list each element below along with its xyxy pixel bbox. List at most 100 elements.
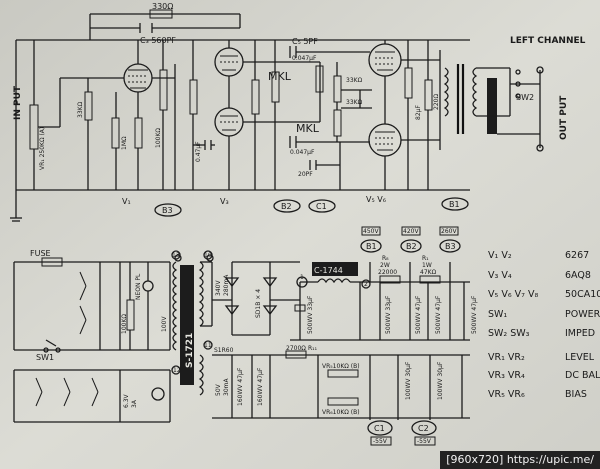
node-b2-top — [273, 199, 301, 213]
r-220: 220Ω — [433, 94, 440, 110]
node-b1-mid-label: B1 — [366, 242, 377, 251]
v50-label: 50V — [215, 383, 222, 396]
node-b3-top-label: B3 — [162, 206, 173, 215]
legend-value-1: 6AQ8 — [565, 270, 591, 281]
node-c1-bot-label: C1 — [374, 424, 385, 433]
node-c2-bot — [411, 420, 437, 436]
label-resistor-330: 330Ω — [152, 2, 173, 11]
cap-047-c: 0.47μF — [195, 141, 202, 162]
node-c1-top-label: C1 — [316, 202, 327, 211]
tube-v5v6-label: V₅ V₆ — [366, 195, 386, 204]
node-c1-top — [308, 199, 336, 213]
legend-key-2: V₅ V₆ V₇ V₈ — [488, 289, 538, 300]
tube-v1-label: V₁ — [122, 197, 131, 206]
diode-label: SD1B × 4 — [255, 289, 262, 318]
fuse-label: FUSE — [30, 249, 51, 258]
node-b2-top-label: B2 — [281, 202, 292, 211]
node-b3-mid — [439, 239, 461, 253]
node-c2-bot-label: C2 — [418, 424, 429, 433]
pin-1: 1 — [300, 274, 304, 281]
r-100k: 100KΩ — [155, 128, 162, 148]
r-1m: 1MΩ — [121, 136, 128, 150]
legend-value-7: BIAS — [565, 389, 587, 400]
legend-key-1: V₃ V₄ — [488, 270, 512, 281]
neg55-a: -55V — [373, 438, 388, 445]
ma280-label: 280mA — [223, 274, 230, 296]
r1w-label: 1W — [422, 262, 432, 269]
legend-key-0: V₁ V₂ — [488, 250, 512, 261]
cap-047-b: 0.047μF — [290, 149, 315, 156]
cap-100wv-b: 100WV 30μF — [437, 361, 444, 400]
amplifier-section — [10, 9, 544, 222]
legend-key-3: SW₁ — [488, 309, 507, 320]
legend-value-3: POWER — [565, 309, 600, 320]
legend-key-4: SW₂ SW₃ — [488, 328, 530, 339]
transformer-label: S-1721 — [185, 333, 195, 368]
v450-tag: 450V — [363, 228, 379, 235]
node-b2-mid-label: B2 — [406, 242, 417, 251]
cap-500wv-d: 500WV 47μF — [435, 295, 442, 334]
legend-key-7: VR₅ VR₆ — [488, 389, 525, 400]
r-33k-c: 33KΩ — [77, 101, 84, 118]
pin-2: 2 — [364, 281, 368, 288]
r100k-ps-label: 100KΩ — [121, 314, 128, 334]
pin-10: 10 — [204, 252, 212, 259]
mkl-mid-label: MKL — [296, 122, 320, 135]
rn-label: R₁₁ — [308, 345, 318, 352]
cap-500wv-c: 500WV 47μF — [415, 295, 422, 334]
r-33k-b: 33KΩ — [346, 99, 363, 106]
neon-label: NEON PL — [135, 273, 142, 300]
cap-82: 82μF — [415, 105, 422, 120]
legend-value-4: IMPED — [565, 328, 595, 339]
legend-value-2: 50CA10 — [565, 289, 600, 300]
label-cap-c3: C₃ 560PF — [140, 36, 176, 45]
legend-value-6: DC BAL — [565, 370, 600, 381]
vr5-label: VR₅10KΩ (B) — [322, 363, 360, 370]
sw1-label: SW1 — [36, 353, 54, 362]
cap-500wv-b: 500WV 33μF — [385, 295, 392, 334]
r2700-label: 2700Ω — [286, 345, 306, 352]
node-b3-mid-label: B3 — [445, 242, 456, 251]
cap-20pf: 20PF — [298, 171, 313, 178]
heater-63-label: 6.3V — [123, 393, 130, 408]
v340-label: 340V — [215, 280, 222, 296]
node-b3-top — [154, 203, 182, 217]
mkl-top-label: MKL — [268, 70, 292, 83]
cap-100wv-a: 100WV 30μF — [405, 361, 412, 400]
vr6-label: VR₆10KΩ (B) — [322, 409, 360, 416]
cap-160wv-a: 160WV 47μF — [237, 367, 244, 406]
legend-key-6: VR₃ VR₄ — [488, 370, 525, 381]
heater-3a-label: 3A — [131, 399, 138, 408]
watermark: [960x720] https://upic.me/ — [440, 451, 600, 469]
v420-tag: 420V — [403, 228, 419, 235]
ma30-label: 30mA — [223, 378, 230, 396]
cap-500wv-e: 500WV 47μF — [471, 295, 478, 334]
r47k-label: 47KΩ — [420, 269, 437, 276]
neg55-b: -55V — [417, 438, 432, 445]
cap-500wv-a: 500WV 33μF — [307, 295, 314, 334]
legend-value-5: LEVEL — [565, 352, 595, 363]
node-b1-top — [441, 197, 469, 211]
r22000-label: 22000 — [378, 269, 397, 276]
input-label: IN PUT — [13, 85, 23, 120]
vr1-label: VR₁ 250KΩ (A) — [39, 127, 46, 170]
sw2-label: SW2 — [516, 93, 534, 102]
node-b1-top-label: B1 — [449, 200, 460, 209]
v260-tag: 260V — [441, 228, 457, 235]
pin-13: 13 — [172, 252, 180, 259]
cap-047-a: 0.047μF — [292, 55, 317, 62]
choke-label: C-1744 — [314, 266, 343, 275]
legend-key-5: VR₁ VR₂ — [488, 352, 525, 363]
pin-11: 11 — [204, 342, 212, 349]
tube-v3-label: V₃ — [220, 197, 229, 206]
left-channel-label: LEFT CHANNEL — [510, 36, 586, 46]
pin-12: 12 — [173, 367, 181, 374]
s1r60-label: S1R60 — [214, 347, 234, 354]
labels-layer: 330Ω C₃ 560PF C₅ 5PF IN PUT VR₁ 250KΩ (A… — [13, 2, 586, 446]
output-label: OUT PUT — [559, 95, 569, 140]
node-b1-mid — [360, 239, 382, 253]
node-b2-mid — [400, 239, 422, 253]
r8-label: R₈ — [382, 255, 389, 262]
